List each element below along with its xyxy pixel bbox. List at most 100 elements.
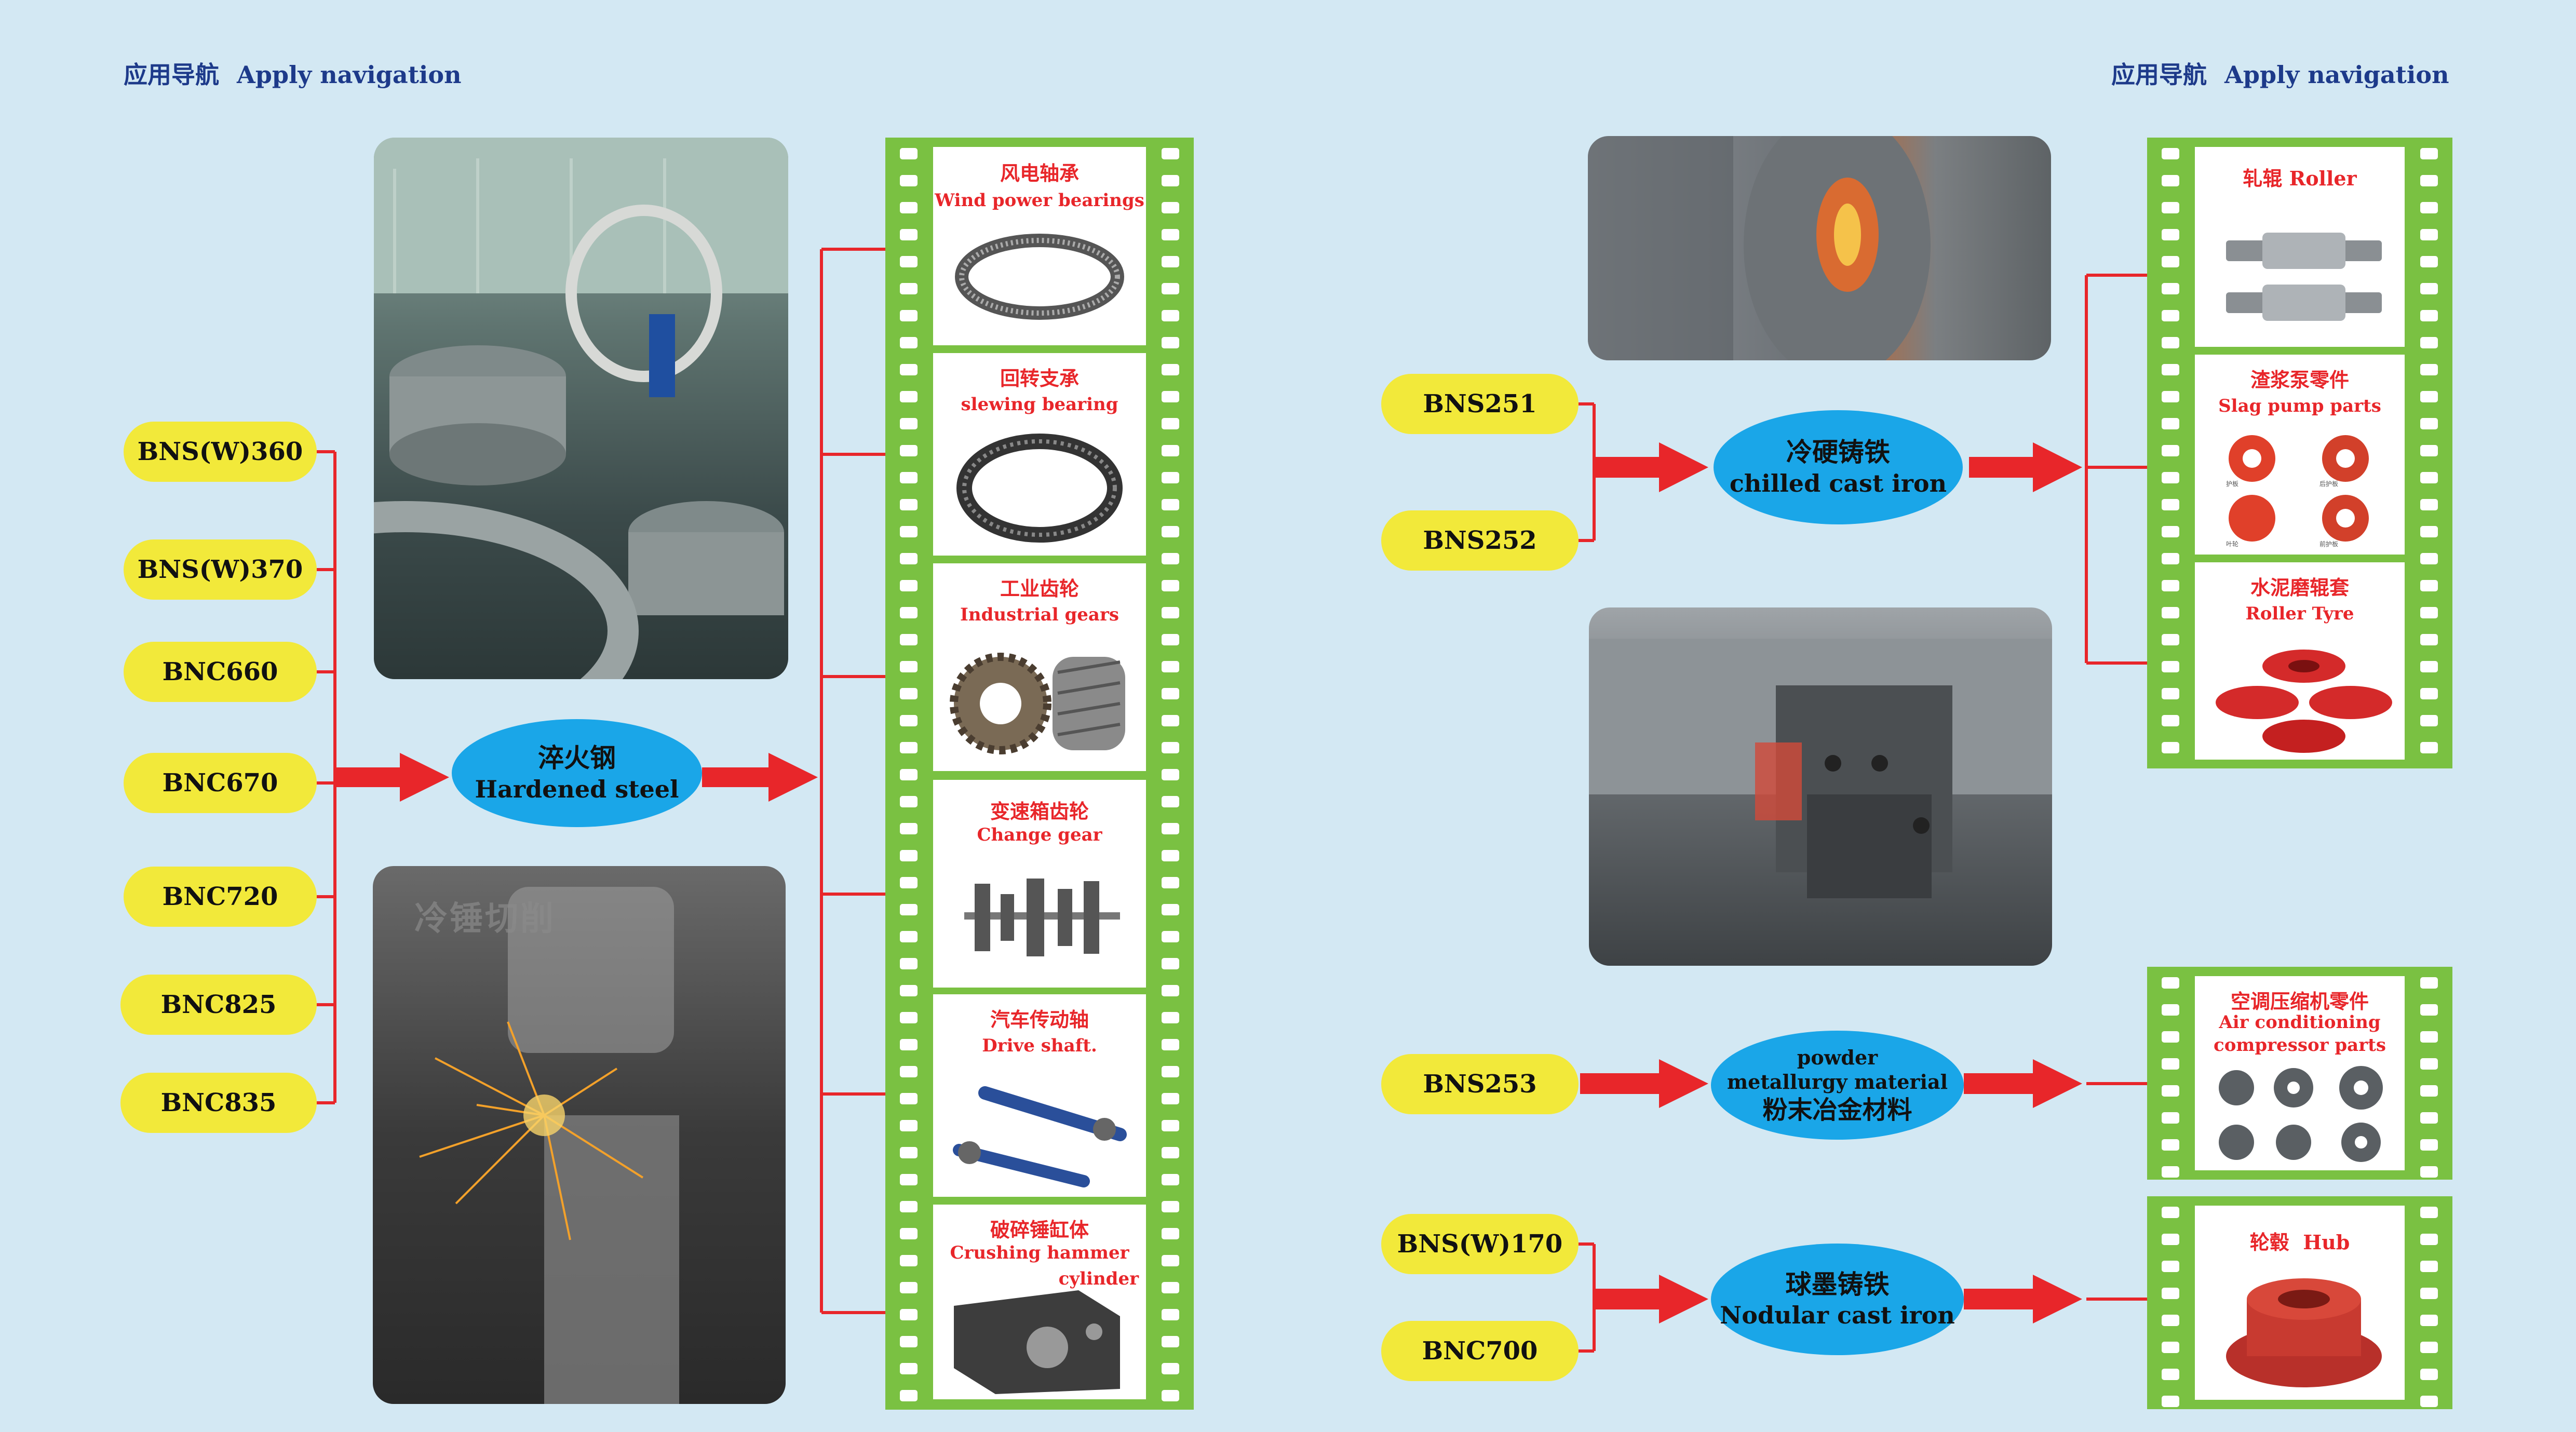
material-ellipse-hardened-steel: 淬火钢 Hardened steel	[452, 719, 702, 827]
film-sprocket	[900, 445, 918, 456]
film-sprocket	[1162, 337, 1179, 348]
film-sprocket	[2162, 1031, 2179, 1043]
film-sprocket	[900, 931, 918, 942]
photo-watermark: 冷锤切削	[414, 900, 556, 938]
grade-pill: BNC670	[124, 753, 317, 813]
film-sprocket	[1162, 715, 1179, 726]
film-sprocket	[900, 634, 918, 645]
film-sprocket	[900, 418, 918, 429]
grade-pill: BNC825	[120, 975, 317, 1035]
application-film-strip-right-3: 轮毂 Hub	[2147, 1196, 2452, 1409]
app-card-air-conditioning-compressor: 空调压缩机零件 Air conditioning compressor part…	[2195, 976, 2405, 1170]
film-sprocket	[900, 256, 918, 267]
pump-label: 护板	[2226, 480, 2239, 488]
roll-casting-illustration	[1588, 136, 1931, 360]
app-en: slewing bearing	[961, 394, 1118, 415]
film-sprocket	[2162, 1139, 2179, 1151]
app-label-roller: 轧辊 Roller	[2243, 167, 2357, 190]
film-sprocket	[2420, 202, 2438, 213]
film-sprocket	[2420, 445, 2438, 456]
film-sprocket	[1162, 823, 1179, 834]
film-sprocket	[2420, 1207, 2438, 1218]
grinding-illustration	[419, 887, 679, 1404]
film-sprocket	[900, 1012, 918, 1023]
film-sprocket	[1162, 1282, 1179, 1293]
film-sprocket	[900, 202, 918, 213]
material-en-2: metallurgy material	[1727, 1070, 1948, 1093]
film-sprocket	[1162, 283, 1179, 294]
film-sprocket	[1162, 445, 1179, 456]
hammer-cylinder-image	[954, 1290, 1120, 1394]
film-sprocket	[1162, 553, 1179, 564]
material-ellipse-chilled-cast-iron: 冷硬铸铁 chilled cast iron	[1714, 410, 1963, 524]
film-sprocket	[1162, 1039, 1179, 1050]
film-sprocket	[2162, 391, 2179, 402]
film-sprocket	[1162, 1228, 1179, 1239]
material-en: Hardened steel	[475, 775, 679, 803]
film-sprocket	[2420, 553, 2438, 564]
app-card-roller-tyre: 水泥磨辊套 Roller Tyre	[2195, 562, 2405, 760]
film-sprocket	[900, 526, 918, 537]
app-en-1: Air conditioning	[2219, 1012, 2381, 1033]
film-sprocket	[2420, 688, 2438, 699]
film-sprocket	[2162, 1315, 2179, 1326]
film-sprocket	[2420, 977, 2438, 989]
grade-pill: BNC660	[124, 642, 317, 702]
film-sprocket	[1162, 796, 1179, 807]
app-cn: 破碎锤缸体	[990, 1218, 1089, 1241]
film-sprocket	[1162, 661, 1179, 672]
film-sprocket	[1162, 607, 1179, 618]
film-sprocket	[2420, 418, 2438, 429]
material-cn: 淬火钢	[538, 742, 616, 773]
film-sprocket	[900, 310, 918, 321]
app-cn: 渣浆泵零件	[2250, 368, 2349, 391]
grade-pill: BNS(W)170	[1381, 1214, 1579, 1274]
film-sprocket	[900, 1039, 918, 1050]
film-sprocket	[2420, 1166, 2438, 1178]
film-sprocket	[2162, 1369, 2179, 1380]
film-sprocket	[2162, 283, 2179, 294]
film-sprocket	[2162, 526, 2179, 537]
film-sprocket	[2420, 1234, 2438, 1245]
film-sprocket	[2420, 175, 2438, 186]
film-sprocket	[900, 904, 918, 915]
film-sprocket	[1162, 931, 1179, 942]
film-sprocket	[1162, 526, 1179, 537]
grade-pill: BNC835	[120, 1073, 317, 1133]
film-sprocket	[2162, 202, 2179, 213]
film-sprocket	[1162, 1174, 1179, 1185]
film-sprocket	[2162, 445, 2179, 456]
film-sprocket	[2162, 337, 2179, 348]
app-card-wind-power-bearings: 风电轴承 Wind power bearings	[933, 147, 1146, 345]
film-sprocket	[900, 283, 918, 294]
film-sprocket	[1162, 1147, 1179, 1158]
material-en-1: powder	[1797, 1045, 1878, 1069]
film-sprocket	[1162, 499, 1179, 510]
film-sprocket	[2420, 634, 2438, 645]
film-sprocket	[1162, 769, 1179, 780]
app-card-drive-shaft: 汽车传动轴 Drive shaft.	[933, 994, 1146, 1197]
film-sprocket	[1162, 1309, 1179, 1320]
film-sprocket	[2420, 391, 2438, 402]
app-cn: 空调压缩机零件	[2230, 990, 2369, 1013]
film-sprocket	[1162, 850, 1179, 861]
film-sprocket	[2162, 742, 2179, 753]
app-en: Drive shaft.	[982, 1035, 1097, 1056]
application-film-strip-right-1: 轧辊 Roller 渣浆泵零件 Slag pump parts 护板 后护板 叶…	[2147, 138, 2452, 768]
pump-label: 前护板	[2319, 541, 2339, 548]
film-sprocket	[900, 229, 918, 240]
material-cn: 球墨铸铁	[1785, 1268, 1890, 1300]
app-cn: 回转支承	[1000, 367, 1079, 390]
header-right-en: Apply navigation	[2224, 61, 2449, 89]
film-sprocket	[2162, 1342, 2179, 1353]
app-cn: 汽车传动轴	[990, 1008, 1089, 1031]
film-sprocket	[1162, 364, 1179, 375]
film-sprocket	[900, 796, 918, 807]
film-sprocket	[2162, 472, 2179, 483]
film-sprocket	[2162, 661, 2179, 672]
header-left-en: Apply navigation	[237, 61, 462, 89]
film-sprocket	[2162, 1112, 2179, 1124]
film-sprocket	[1162, 1012, 1179, 1023]
app-en: Slag pump parts	[2218, 396, 2381, 416]
film-sprocket	[2420, 1004, 2438, 1016]
